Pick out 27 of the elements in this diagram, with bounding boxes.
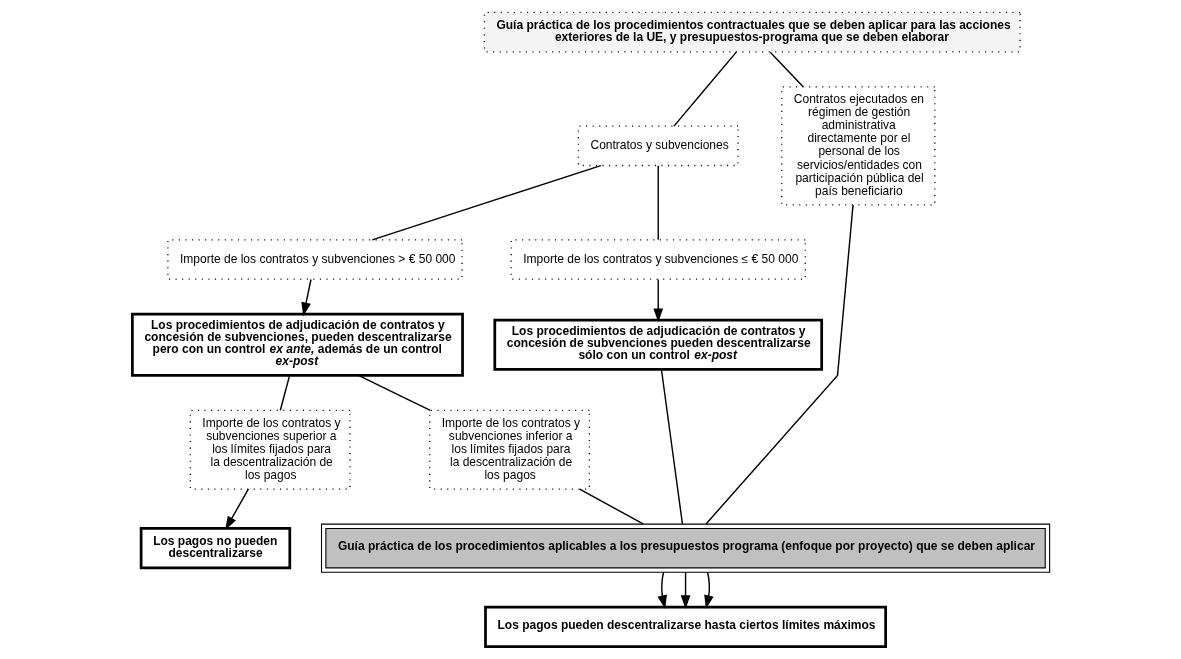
node-box: Importe de los contratos y subvenciones inferior a los límites fijados para la descentralización de los pagos — [428, 409, 590, 490]
node-box: Los pagos no pueden descentralizarse — [139, 527, 291, 570]
arrow — [657, 571, 667, 610]
node-box: Guía práctica de los procedimientos contractuales que se deben aplicar para las acciones exteriores de la UE, y presupuestos-programa que se deben elaborar — [483, 11, 1021, 53]
connector — [371, 164, 601, 241]
arrow — [300, 278, 312, 317]
connector — [672, 51, 737, 127]
arrow — [652, 278, 663, 323]
node-box: Importe de los contratos y subvenciones ≤ € 50 000 — [510, 239, 806, 280]
node-box: Los procedimientos de adjudicación de contratos y concesión de subvenciones, pueden descentralizarse pero con un control ex ante, además de un control ex-post — [130, 312, 464, 377]
arrow — [703, 571, 714, 610]
node-box: Guía práctica de los procedimientos aplicables a los presupuestos programa (enfoque por proyecto) que se deben aplicar — [320, 523, 1050, 573]
node-box: Importe de los contratos y subvenciones > € 50 000 — [166, 239, 463, 280]
arrow — [680, 571, 690, 610]
connector — [357, 374, 431, 411]
node-box: Los procedimientos de adjudicación de contratos y concesión de subvenciones pueden descentralizarse sólo con un control ex-post — [492, 318, 823, 371]
node-box: Contratos y subvenciones — [577, 125, 739, 167]
node-box: Los pagos pueden descentralizarse hasta ciertos límites máximos — [483, 605, 887, 648]
node-box: Importe de los contratos y subvenciones superior a los límites fijados para la descentralización de los pagos — [189, 409, 351, 490]
connector — [660, 369, 683, 525]
arrow — [224, 488, 249, 531]
connector — [704, 204, 854, 525]
connector — [279, 374, 290, 411]
connector — [769, 51, 804, 88]
connector — [578, 488, 644, 525]
connector — [657, 165, 659, 241]
node-box: Contratos ejecutados en régimen de gestión administrativa directamente por el personal de los servicios/entidades con participación pública del país beneficiario — [780, 86, 935, 206]
